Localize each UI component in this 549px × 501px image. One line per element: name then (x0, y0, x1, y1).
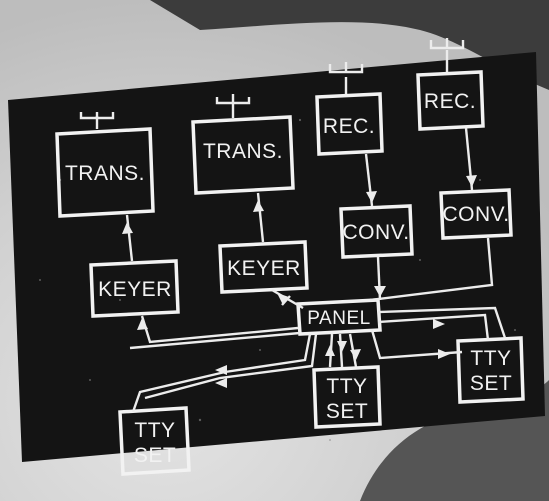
set-label: SET (134, 444, 176, 467)
keyer-label: KEYER (98, 278, 172, 301)
antenna-icon (215, 94, 251, 118)
converter-label: CONV. (442, 203, 509, 226)
receiver-block-2: REC. (416, 70, 485, 131)
panel-label: PANEL (307, 308, 370, 329)
tty-label: TTY (470, 347, 511, 370)
arrowheads (122, 175, 477, 388)
receiver-label: REC. (323, 115, 375, 138)
antenna-icon (429, 38, 465, 73)
panel-block: PANEL (296, 298, 382, 336)
set-label: SET (470, 372, 512, 395)
transmitter-label: TRANS. (203, 140, 283, 163)
keyer-label: KEYER (227, 257, 301, 280)
set-label: SET (326, 400, 368, 423)
tty-label: TTY (326, 375, 367, 398)
connection-lines (125, 127, 507, 413)
converter-label: CONV. (342, 221, 409, 244)
antenna-icon (328, 62, 364, 95)
diagram-board (8, 52, 545, 462)
transmitter-block-1: TRANS. (55, 127, 155, 218)
transmitter-block-2: TRANS. (191, 115, 295, 195)
background-dark-shape-top (150, 0, 549, 90)
keyer-block-1: KEYER (89, 259, 180, 318)
antenna-icon (79, 112, 115, 129)
tty-label: TTY (134, 419, 175, 442)
transmitter-label: TRANS. (65, 162, 145, 185)
receiver-label: REC. (424, 90, 476, 113)
tty-set-block-left: TTY SET (118, 406, 191, 476)
converter-block-1: CONV. (339, 204, 414, 259)
keyer-block-2: KEYER (218, 240, 309, 294)
tty-set-block-center: TTY SET (312, 365, 382, 429)
receiver-block-1: REC. (315, 92, 384, 156)
converter-block-2: CONV. (439, 188, 513, 240)
tty-set-block-right: TTY SET (456, 336, 525, 404)
